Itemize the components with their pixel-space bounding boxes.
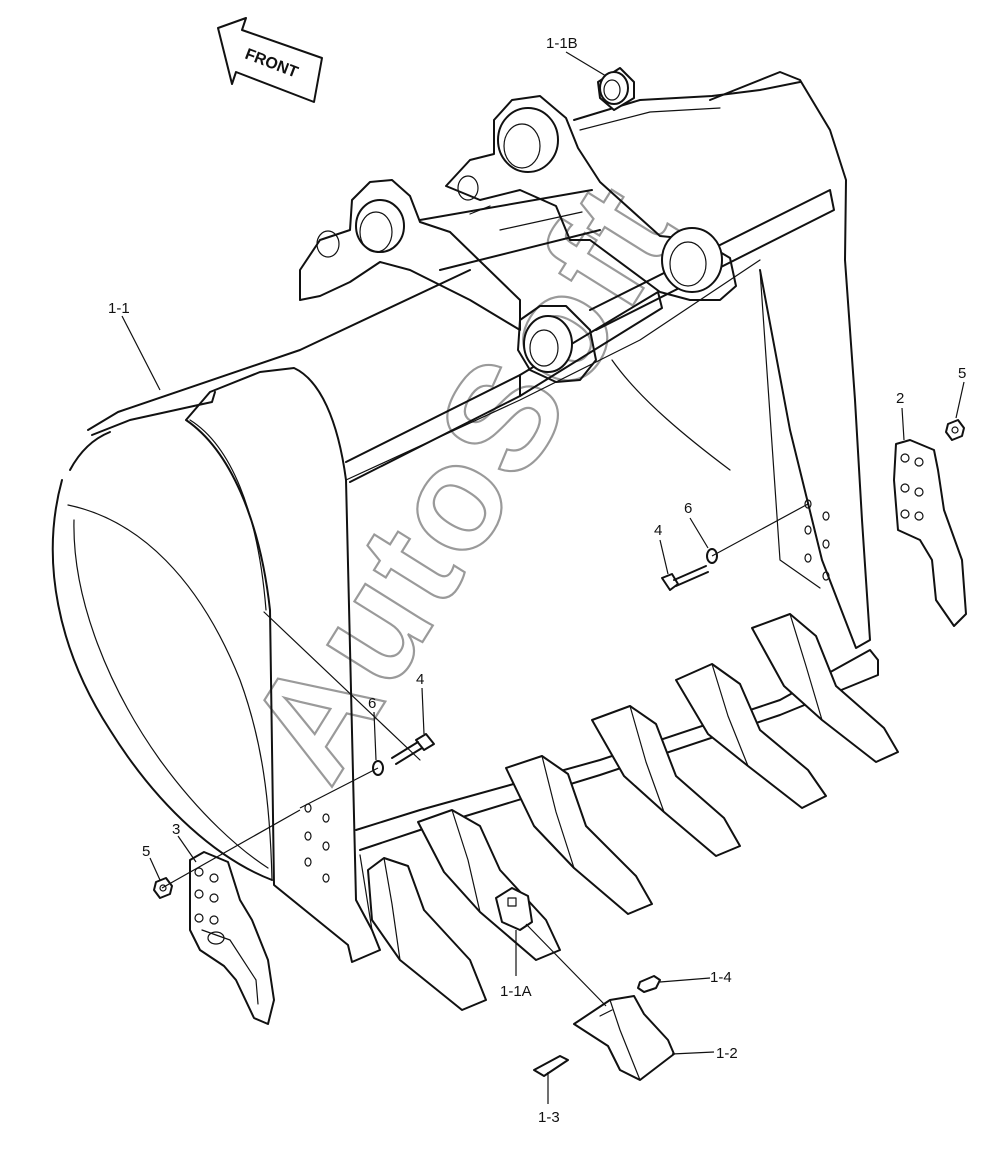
pin-1-4 — [637, 975, 661, 993]
linkage-bosses — [299, 95, 737, 383]
label-5-right: 5 — [958, 365, 966, 382]
label-1-1A: 1-1A — [500, 983, 532, 1000]
side-cutter-left — [189, 851, 275, 1025]
lock-1-3 — [533, 1055, 569, 1077]
label-1-1B: 1-1B — [546, 35, 578, 52]
label-5-left: 5 — [142, 843, 150, 860]
part-labels: 1-1B 1-1 2 5 4 6 4 6 3 5 1-1A 1-4 1-2 1-… — [108, 35, 966, 1126]
adapter-1-1A — [495, 887, 533, 931]
side-cutter-right — [893, 439, 967, 627]
label-1-2: 1-2 — [716, 1045, 738, 1062]
label-1-1: 1-1 — [108, 300, 130, 317]
pin-boss — [523, 315, 573, 373]
label-1-3: 1-3 — [538, 1109, 560, 1126]
label-4-left: 4 — [416, 671, 424, 688]
pin-boss — [661, 227, 723, 293]
bolt-left — [391, 733, 435, 765]
label-4-right: 4 — [654, 522, 662, 539]
label-6-right: 6 — [684, 500, 692, 517]
pin-boss — [497, 107, 559, 173]
leader-lines — [121, 51, 965, 1104]
bucket-teeth — [367, 613, 899, 1011]
tooth-1-2 — [573, 995, 675, 1081]
front-arrow-icon: FRONT — [217, 17, 323, 103]
bushing-1-1B — [597, 67, 635, 111]
label-2: 2 — [896, 390, 904, 407]
right-plate-holes — [804, 499, 830, 581]
label-6-left: 6 — [368, 695, 376, 712]
label-3: 3 — [172, 821, 180, 838]
label-1-4: 1-4 — [710, 969, 732, 986]
nut-right — [945, 419, 965, 441]
bolt-right — [661, 565, 709, 591]
left-plate-holes — [304, 803, 330, 883]
